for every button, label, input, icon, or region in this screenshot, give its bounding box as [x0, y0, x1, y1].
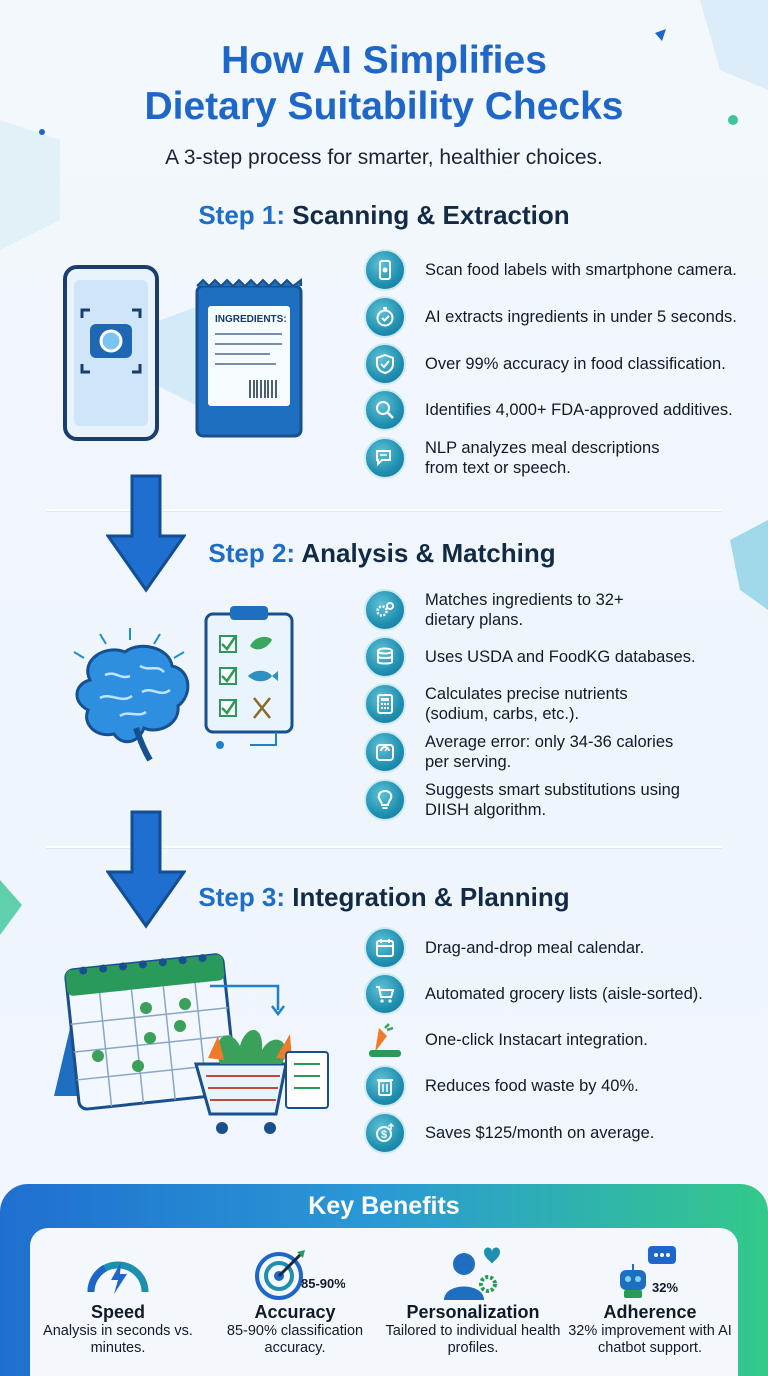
trash-bin-icon [364, 1065, 406, 1107]
gears-icon [364, 589, 406, 631]
step-1-feature-3-text: Over 99% accuracy in food classification… [425, 355, 726, 373]
brain-checklist-illustration [73, 606, 294, 762]
title-line-1: How AI Simplifies [221, 39, 547, 82]
step-2-feature-3: Calculates precise nutrients (sodium, ca… [364, 680, 764, 728]
step-2-feature-1-text: Matches ingredients to 32+ dietary plans… [425, 591, 624, 629]
scale-icon [364, 731, 406, 773]
step-2-feature-5: Suggests smart substitutions using DIISH… [364, 776, 764, 824]
magnifier-additive-icon [364, 389, 406, 431]
step-2-feature-2-text: Uses USDA and FoodKG databases. [425, 648, 696, 666]
step-2-feature-5-text: Suggests smart substitutions using DIISH… [425, 781, 680, 819]
step-1-feature-3: Over 99% accuracy in food classification… [364, 340, 764, 388]
chatbot-icon: 32% [620, 1246, 678, 1298]
person-heart-icon [444, 1247, 500, 1300]
benefit-speed-title: Speed [90, 1302, 146, 1322]
step-3-feature-3-text: One-click Instacart integration. [425, 1031, 648, 1049]
step-1-feature-1-text: Scan food labels with smartphone camera. [425, 261, 737, 279]
step-3-feature-2-text: Automated grocery lists (aisle-sorted). [425, 985, 703, 1003]
step-3-heading: Step 3: Integration & Planning [0, 882, 768, 913]
phone-scanning-illustration: INGREDIENTS: [63, 265, 303, 441]
section-divider-1 [46, 509, 722, 511]
section-divider-2 [46, 846, 722, 848]
shopping-cart-icon [364, 973, 406, 1015]
calculator-icon [364, 683, 406, 725]
stopwatch-icon [364, 296, 406, 338]
shield-check-icon [364, 343, 406, 385]
key-benefits-heading: Key Benefits [308, 1192, 460, 1220]
benefit-personalization: Personalization Tailored to individual h… [385, 1240, 561, 1357]
down-arrow-2 [106, 810, 186, 929]
step-1-heading: Step 1: Scanning & Extraction [0, 200, 768, 231]
step-1-feature-4-text: Identifies 4,000+ FDA-approved additives… [425, 401, 733, 419]
step-2-feature-1: Matches ingredients to 32+ dietary plans… [364, 586, 764, 634]
benefit-speed: Speed Analysis in seconds vs. minutes. [30, 1240, 206, 1357]
benefit-accuracy-desc: 85-90% classification accuracy. [226, 1323, 364, 1356]
step-3-feature-4-text: Reduces food waste by 40%. [425, 1077, 639, 1095]
step-2-name: Analysis & Matching [301, 538, 556, 568]
benefit-accuracy: 85-90% Accuracy 85-90% classification ac… [207, 1240, 383, 1357]
step-3-feature-1: Drag-and-drop meal calendar. [364, 924, 764, 972]
database-icon [364, 636, 406, 678]
adherence-badge: 32% [652, 1280, 678, 1295]
step-2-number: Step 2: [208, 538, 296, 568]
step-3-feature-2: Automated grocery lists (aisle-sorted). [364, 970, 764, 1018]
step-3-feature-5-text: Saves $125/month on average. [425, 1124, 655, 1142]
benefit-adherence-title: Adherence [603, 1302, 697, 1322]
step-3-feature-3: One-click Instacart integration. [364, 1016, 764, 1064]
speedometer-icon [87, 1261, 149, 1294]
money-icon: $ [364, 1112, 406, 1154]
accuracy-badge: 85-90% [301, 1276, 345, 1291]
step-1-feature-5-text: NLP analyzes meal descriptions from text… [425, 439, 660, 477]
step-2-feature-4-text: Average error: only 34-36 calories per s… [425, 733, 674, 771]
benefit-personalization-title: Personalization [406, 1302, 540, 1322]
calendar-drag-icon [364, 927, 406, 969]
step-2-feature-4: Average error: only 34-36 calories per s… [364, 728, 764, 776]
down-arrow-1 [106, 474, 186, 593]
key-benefits-card [30, 1228, 738, 1376]
benefit-speed-desc: Analysis in seconds vs. minutes. [43, 1323, 193, 1356]
lightbulb-icon [364, 779, 406, 821]
benefit-adherence: 32% Adherence 32% improvement with AI ch… [562, 1240, 738, 1357]
step-2-feature-2: Uses USDA and FoodKG databases. [364, 633, 764, 681]
step-2-heading: Step 2: Analysis & Matching [0, 538, 766, 569]
svg-text:$: $ [381, 1129, 387, 1141]
title-line-2: Dietary Suitability Checks [144, 85, 624, 128]
step-1-feature-2: AI extracts ingredients in under 5 secon… [364, 293, 764, 341]
phone-scan-icon [364, 249, 406, 291]
package-label: INGREDIENTS: [215, 314, 287, 325]
step-1-feature-2-text: AI extracts ingredients in under 5 secon… [425, 308, 737, 326]
step-2-feature-3-text: Calculates precise nutrients (sodium, ca… [425, 685, 628, 723]
carrot-icon [364, 1019, 406, 1061]
step-1-feature-5: NLP analyzes meal descriptions from text… [364, 434, 764, 482]
step-3-feature-4: Reduces food waste by 40%. [364, 1062, 764, 1110]
benefit-adherence-desc: 32% improvement with AI chatbot support. [568, 1323, 732, 1356]
target-icon: 85-90% [255, 1250, 345, 1300]
benefit-accuracy-title: Accuracy [254, 1302, 336, 1322]
step-1-number: Step 1: [198, 200, 286, 230]
step-3-number: Step 3: [198, 882, 286, 912]
step-1-name: Scanning & Extraction [292, 200, 570, 230]
chat-bubble-icon [364, 437, 406, 479]
page-title: How AI Simplifies Dietary Suitability Ch… [0, 38, 768, 130]
step-3-feature-1-text: Drag-and-drop meal calendar. [425, 939, 645, 957]
step-1-feature-1: Scan food labels with smartphone camera. [364, 246, 764, 294]
calendar-cart-illustration [54, 953, 329, 1134]
step-3-name: Integration & Planning [292, 882, 570, 912]
step-3-feature-5: $ Saves $125/month on average. [364, 1109, 764, 1157]
benefit-personalization-desc: Tailored to individual health profiles. [385, 1323, 561, 1356]
step-1-feature-4: Identifies 4,000+ FDA-approved additives… [364, 386, 764, 434]
page-subtitle: A 3-step process for smarter, healthier … [165, 146, 603, 169]
